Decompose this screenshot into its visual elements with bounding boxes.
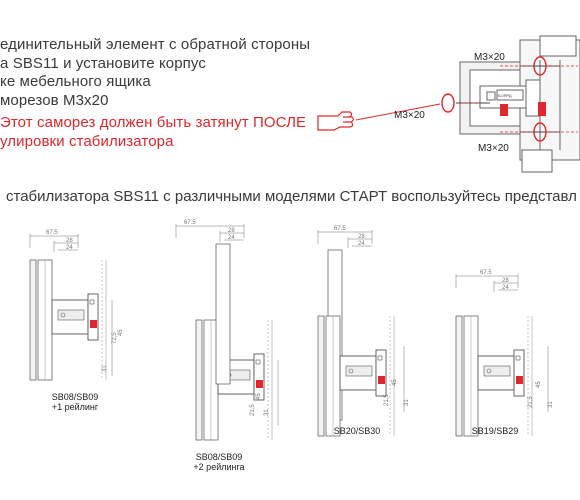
svg-text:28: 28 bbox=[228, 228, 235, 234]
screw-label-left: M3×20 bbox=[394, 110, 425, 121]
svg-text:24: 24 bbox=[502, 285, 509, 291]
svg-text:24: 24 bbox=[228, 235, 235, 241]
caption-line-2: +2 рейлинга bbox=[193, 462, 245, 472]
svg-text:31: 31 bbox=[548, 401, 554, 408]
svg-text:21,5: 21,5 bbox=[528, 396, 534, 408]
svg-text:67.5: 67.5 bbox=[184, 220, 196, 226]
screw-label-top: M3×20 bbox=[474, 52, 505, 63]
caption-sb19: SB19/SB29 bbox=[460, 426, 530, 436]
svg-text:31: 31 bbox=[404, 399, 410, 406]
caption-line-1: SB08/SB09 bbox=[195, 452, 243, 462]
instruction-warning-2: улировки стабилизатора bbox=[0, 133, 174, 150]
instruction-line-2: а SBS11 и установите корпус bbox=[0, 55, 206, 72]
svg-text:24: 24 bbox=[358, 241, 365, 247]
caption-sb08-1: SB08/SB09 +1 рейлинг bbox=[40, 392, 110, 412]
dim-width-mid: 28 bbox=[66, 238, 73, 244]
svg-text:31: 31 bbox=[264, 409, 270, 416]
svg-text:67.5: 67.5 bbox=[480, 270, 492, 276]
svg-text:45: 45 bbox=[256, 393, 262, 400]
svg-text:21,5: 21,5 bbox=[250, 404, 256, 416]
dim-height-2: 45 bbox=[118, 329, 124, 336]
screw-circle-mid bbox=[441, 93, 455, 113]
red-part-left bbox=[500, 104, 508, 116]
caption-line-1: SB08/SB09 bbox=[51, 392, 99, 402]
instruction-line-3: ке мебельного ящика bbox=[0, 73, 151, 90]
svg-text:28: 28 bbox=[502, 278, 509, 284]
screw-circle-bottom bbox=[533, 122, 547, 142]
instruction-line-1: единительный элемент с обратной стороны bbox=[0, 36, 311, 53]
screw-label-bottom: M3×20 bbox=[478, 143, 509, 154]
caption-sb20: SB20/SB30 bbox=[322, 426, 392, 436]
svg-text:67.5: 67.5 bbox=[334, 226, 346, 232]
instruction-warning-1: Этот саморез должен быть затянут ПОСЛЕ bbox=[0, 114, 307, 131]
pointing-hand-icon bbox=[317, 111, 354, 131]
stabilizer-assembly bbox=[459, 35, 580, 173]
section-diagram-sb20: 67.5 28 24 21,5 45 31 bbox=[317, 226, 410, 437]
caption-line-1: SB19/SB29 bbox=[471, 426, 519, 436]
pointer-arrow bbox=[355, 103, 441, 121]
caption-sb08-2: SB08/SB09 +2 рейлинга bbox=[184, 452, 254, 472]
dim-height-1: 72,5 bbox=[112, 332, 118, 344]
section-diagram-sb08-2: 67.5 28 24 21,5 45 31 bbox=[175, 220, 279, 441]
dim-width-outer: 67.5 bbox=[46, 230, 58, 236]
caption-line-2: +1 рейлинг bbox=[51, 402, 99, 412]
red-part-right bbox=[538, 102, 546, 116]
instruction-line-4: морезов M3x20 bbox=[0, 92, 109, 109]
section-diagram-sb08-1: 67.5 28 24 72,5 45 31 bbox=[29, 230, 124, 381]
svg-text:28: 28 bbox=[358, 234, 365, 240]
dim-height-3: 31 bbox=[102, 365, 108, 372]
dim-width-inner: 24 bbox=[66, 245, 73, 251]
svg-text:45: 45 bbox=[536, 381, 542, 388]
assembly-logo-text: БОЯРД bbox=[498, 93, 512, 98]
caption-line-1: SB20/SB30 bbox=[333, 426, 381, 436]
screw-circle-top bbox=[533, 56, 547, 76]
svg-text:21,5: 21,5 bbox=[384, 394, 390, 406]
section-diagram-sb19: 67.5 28 24 21,5 45 31 bbox=[455, 270, 554, 437]
section-title: стабилизатора SBS11 с различными моделям… bbox=[6, 188, 577, 205]
svg-text:45: 45 bbox=[392, 379, 398, 386]
